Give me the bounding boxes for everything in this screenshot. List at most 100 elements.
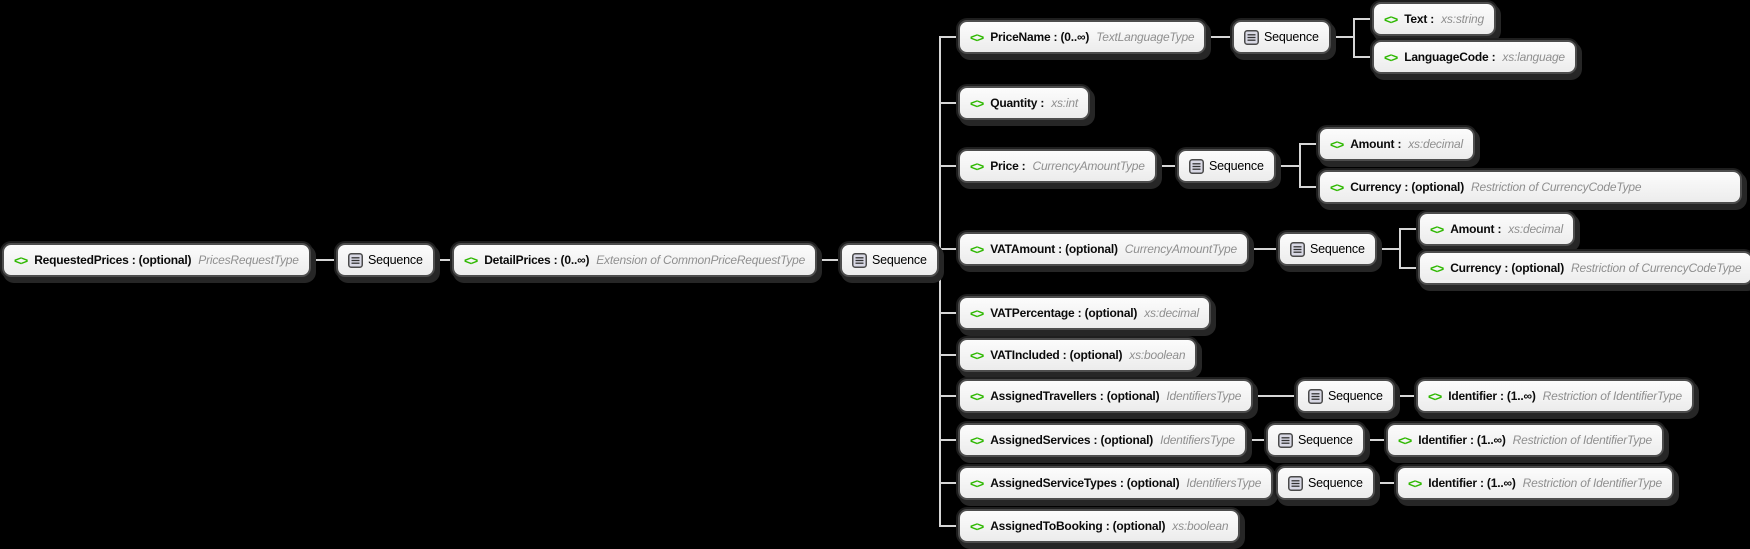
element-node-price[interactable]: <> Price : CurrencyAmountType — [958, 149, 1157, 183]
element-node-assignedtobooking[interactable]: <> AssignedToBooking : (optional) xs:boo… — [958, 509, 1241, 543]
element-node-currency[interactable]: <> Currency : (optional) Restriction of … — [1318, 170, 1742, 204]
element-type: xs:boolean — [1172, 519, 1229, 533]
connector-line — [1377, 248, 1400, 250]
connector-line — [1273, 482, 1276, 484]
element-icon: <> — [1330, 179, 1344, 195]
element-label: VATPercentage : (optional) — [990, 306, 1138, 320]
sequence-label: Sequence — [1264, 30, 1319, 44]
element-type: xs:decimal — [1508, 222, 1563, 236]
element-node-identifier[interactable]: <> Identifier : (1..∞) Restriction of Id… — [1396, 466, 1674, 500]
connector-line — [940, 248, 958, 250]
element-icon: <> — [464, 252, 478, 268]
sequence-label: Sequence — [872, 253, 927, 267]
element-label: Currency : (optional) — [1350, 180, 1464, 194]
connector-line — [1247, 439, 1266, 441]
sequence-label: Sequence — [1298, 433, 1353, 447]
element-icon: <> — [1430, 260, 1444, 276]
connector-line — [939, 248, 941, 261]
connector-line — [940, 482, 958, 484]
element-label: Text : — [1404, 12, 1435, 26]
connector-line — [1400, 228, 1418, 230]
element-node-detailprices[interactable]: <> DetailPrices : (0..∞) Extension of Co… — [452, 243, 818, 277]
sequence-label: Sequence — [1310, 242, 1365, 256]
connector-line — [1399, 228, 1401, 250]
element-label: LanguageCode : — [1404, 50, 1496, 64]
connector-line — [940, 165, 958, 167]
sequence-node[interactable]: Sequence — [1177, 149, 1276, 183]
connector-line — [940, 102, 958, 104]
element-type: Restriction of IdentifierType — [1542, 389, 1683, 403]
connector-line — [1276, 165, 1300, 167]
connector-line — [1400, 267, 1418, 269]
sequence-node[interactable]: Sequence — [1232, 20, 1331, 54]
element-node-quantity[interactable]: <> Quantity : xs:int — [958, 86, 1090, 120]
element-node-requestedprices[interactable]: <> RequestedPrices : (optional) PricesRe… — [2, 243, 311, 277]
sequence-icon — [852, 252, 867, 268]
element-node-amount[interactable]: <> Amount : xs:decimal — [1318, 127, 1475, 161]
element-type: xs:int — [1051, 96, 1078, 110]
element-label: Amount : — [1350, 137, 1402, 151]
connector-line — [1157, 165, 1177, 167]
element-icon: <> — [1384, 11, 1398, 27]
element-label: Identifier : (1..∞) — [1428, 476, 1516, 490]
element-label: PriceName : (0..∞) — [990, 30, 1090, 44]
connector-line — [1354, 18, 1372, 20]
connector-line — [1300, 143, 1318, 145]
element-label: Identifier : (1..∞) — [1448, 389, 1536, 403]
element-type: xs:boolean — [1129, 348, 1186, 362]
sequence-node[interactable]: Sequence — [1266, 423, 1365, 457]
sequence-node[interactable]: Sequence — [1276, 466, 1375, 500]
element-label: Price : — [990, 159, 1026, 173]
connector-line — [1253, 395, 1296, 397]
element-label: AssignedServices : (optional) — [990, 433, 1154, 447]
element-node-pricename[interactable]: <> PriceName : (0..∞) TextLanguageType — [958, 20, 1207, 54]
element-node-vatincluded[interactable]: <> VATIncluded : (optional) xs:boolean — [958, 338, 1198, 372]
element-node-languagecode[interactable]: <> LanguageCode : xs:language — [1372, 40, 1577, 74]
sequence-node[interactable]: Sequence — [336, 243, 435, 277]
element-icon: <> — [970, 432, 984, 448]
element-type: xs:decimal — [1144, 306, 1199, 320]
element-node-vatpercentage[interactable]: <> VATPercentage : (optional) xs:decimal — [958, 296, 1211, 330]
element-type: CurrencyAmountType — [1124, 242, 1237, 256]
element-node-vatamount[interactable]: <> VATAmount : (optional) CurrencyAmount… — [958, 232, 1249, 266]
connector-line — [939, 165, 941, 261]
connector-line — [817, 259, 840, 261]
sequence-icon — [1308, 388, 1323, 404]
element-type: Restriction of IdentifierType — [1522, 476, 1663, 490]
element-node-text[interactable]: <> Text : xs:string — [1372, 2, 1496, 36]
element-label: VATIncluded : (optional) — [990, 348, 1123, 362]
element-type: IdentifiersType — [1186, 476, 1262, 490]
connector-line — [311, 259, 336, 261]
connector-line — [940, 354, 958, 356]
connector-line — [940, 36, 958, 38]
sequence-icon — [348, 252, 363, 268]
element-node-identifier[interactable]: <> Identifier : (1..∞) Restriction of Id… — [1416, 379, 1694, 413]
connector-line — [1395, 395, 1416, 397]
element-node-identifier[interactable]: <> Identifier : (1..∞) Restriction of Id… — [1386, 423, 1664, 457]
element-node-assignedservicetypes[interactable]: <> AssignedServiceTypes : (optional) Ide… — [958, 466, 1274, 500]
element-icon: <> — [970, 347, 984, 363]
connector-line — [1399, 248, 1401, 269]
element-label: Currency : (optional) — [1450, 261, 1564, 275]
connector-line — [1365, 439, 1386, 441]
connector-line — [940, 525, 958, 527]
sequence-node[interactable]: Sequence — [1296, 379, 1395, 413]
element-icon: <> — [970, 388, 984, 404]
sequence-node[interactable]: Sequence — [1278, 232, 1377, 266]
element-node-currency[interactable]: <> Currency : (optional) Restriction of … — [1418, 251, 1750, 285]
element-icon: <> — [1430, 221, 1444, 237]
element-type: xs:string — [1441, 12, 1484, 26]
sequence-node[interactable]: Sequence — [840, 243, 939, 277]
element-type: CurrencyAmountType — [1032, 159, 1145, 173]
connector-line — [1299, 143, 1301, 167]
element-icon: <> — [970, 95, 984, 111]
element-icon: <> — [970, 475, 984, 491]
element-node-assignedservices[interactable]: <> AssignedServices : (optional) Identif… — [958, 423, 1247, 457]
element-label: VATAmount : (optional) — [990, 242, 1118, 256]
element-icon: <> — [1408, 475, 1422, 491]
element-node-assignedtravellers[interactable]: <> AssignedTravellers : (optional) Ident… — [958, 379, 1254, 413]
element-type: IdentifiersType — [1166, 389, 1242, 403]
element-node-amount[interactable]: <> Amount : xs:decimal — [1418, 212, 1575, 246]
connector-line — [940, 395, 958, 397]
element-icon: <> — [970, 305, 984, 321]
